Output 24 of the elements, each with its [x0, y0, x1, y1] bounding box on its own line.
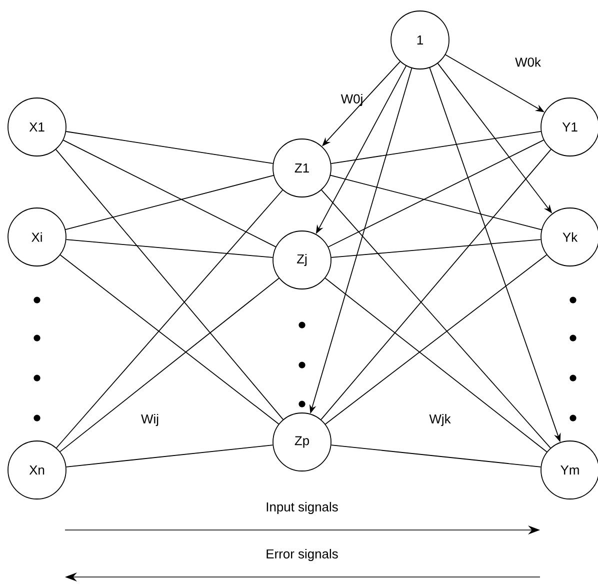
- connection-line: [66, 131, 274, 164]
- connection-line: [56, 149, 284, 420]
- connection-line: [330, 174, 542, 230]
- signal-label: Error signals: [266, 548, 338, 562]
- connection-line: [328, 140, 544, 248]
- connection-line: [324, 254, 548, 425]
- connection-line: [66, 444, 274, 468]
- connection-line: [330, 131, 542, 164]
- weight-label: Wij: [141, 414, 158, 426]
- connection-line: [65, 174, 274, 230]
- connection-line: [66, 239, 274, 258]
- edge-label: W0j: [340, 94, 362, 106]
- connection-line: [321, 190, 551, 448]
- edge-label: W0k: [515, 57, 541, 67]
- connection-line: [320, 148, 552, 420]
- connection-line: [60, 254, 280, 424]
- connection-line: [62, 140, 276, 248]
- connection-line: [60, 278, 280, 452]
- weight-label: Wjk: [429, 414, 451, 426]
- signal-label: Input signals: [266, 502, 338, 514]
- connection-line: [56, 190, 284, 448]
- connection-line: [330, 444, 542, 468]
- connection-line: [330, 239, 542, 258]
- connection-line: [324, 278, 548, 452]
